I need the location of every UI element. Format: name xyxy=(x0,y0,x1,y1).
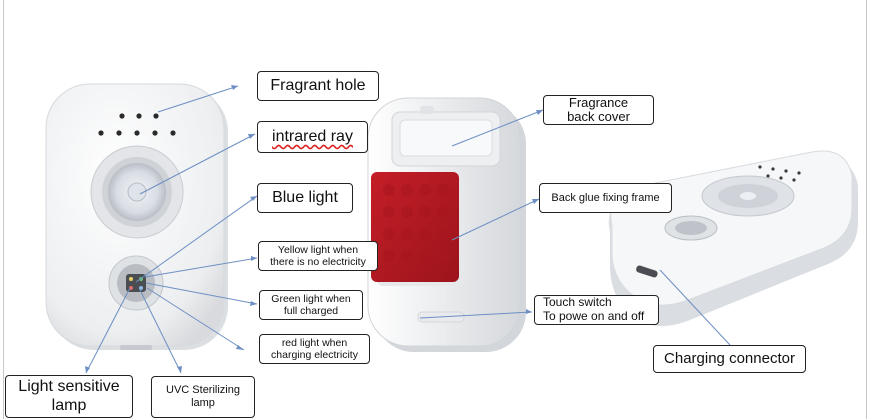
left-border xyxy=(3,0,4,419)
label-charging-connector: Charging connector xyxy=(653,345,806,373)
indicator-light-module xyxy=(108,255,164,311)
right-border xyxy=(866,0,867,419)
label-light-sensitive-lamp: Light sensitive lamp xyxy=(5,375,133,418)
arrow-heads xyxy=(85,85,543,373)
angled-sensor xyxy=(701,175,795,217)
label-back-glue-frame: Back glue fixing frame xyxy=(539,183,672,213)
label-red-light: red light when charging electricity xyxy=(259,334,370,364)
fragrant-holes xyxy=(98,113,176,136)
fragrance-cover-recess xyxy=(391,106,501,167)
angled-top-holes xyxy=(758,165,801,182)
label-infrared-ray: intrared ray xyxy=(257,121,368,153)
angled-indicator xyxy=(664,215,718,241)
label-yellow-light: Yellow light when there is no electricit… xyxy=(258,241,378,271)
label-blue-light: Blue light xyxy=(257,183,353,213)
label-touch-switch: Touch switch To powe on and off xyxy=(534,295,659,325)
front-bottom-slot xyxy=(120,345,152,350)
label-green-light: Green light when full charged xyxy=(259,290,363,320)
glue-pad xyxy=(371,172,465,286)
usb-port xyxy=(636,265,658,278)
label-fragrant-hole: Fragrant hole xyxy=(257,71,379,101)
infrared-sensor xyxy=(90,145,184,239)
leader-lines xyxy=(85,85,731,374)
label-uvc-lamp: UVC Sterilizing lamp xyxy=(151,376,255,418)
label-fragrance-back-cover: Fragrance back cover xyxy=(543,95,654,125)
